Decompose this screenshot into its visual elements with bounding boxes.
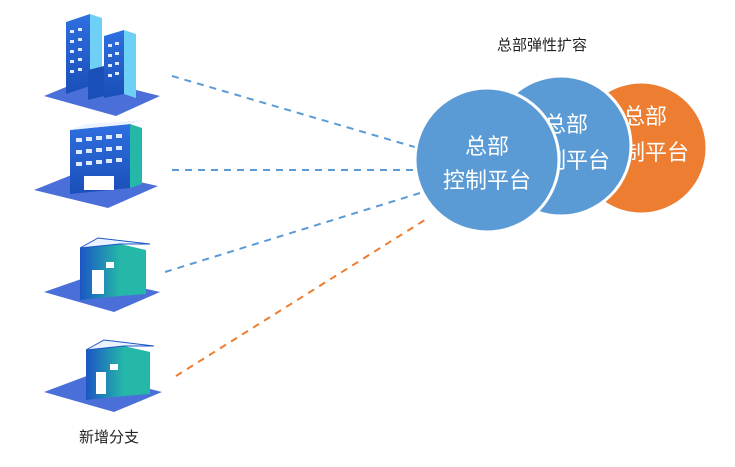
hq-elastic-scaling-label: 总部弹性扩容 bbox=[497, 36, 588, 54]
platform-primary: 总部 控制平台 bbox=[413, 86, 561, 234]
connection-lines bbox=[164, 75, 429, 377]
connection-line-1 bbox=[171, 75, 419, 149]
connection-line-4 bbox=[175, 217, 429, 377]
branch-house-icon bbox=[44, 237, 160, 312]
office-building-icon bbox=[34, 120, 158, 208]
office-tower-icon bbox=[44, 14, 160, 116]
new-branch-house-icon bbox=[44, 339, 162, 412]
new-branch-label: 新增分支 bbox=[79, 428, 140, 446]
platform-primary-line2: 控制平台 bbox=[443, 169, 531, 194]
platform-primary-line1: 总部 bbox=[465, 135, 509, 160]
platform-orange-line1: 总部 bbox=[623, 105, 667, 130]
connection-line-3 bbox=[164, 192, 421, 273]
